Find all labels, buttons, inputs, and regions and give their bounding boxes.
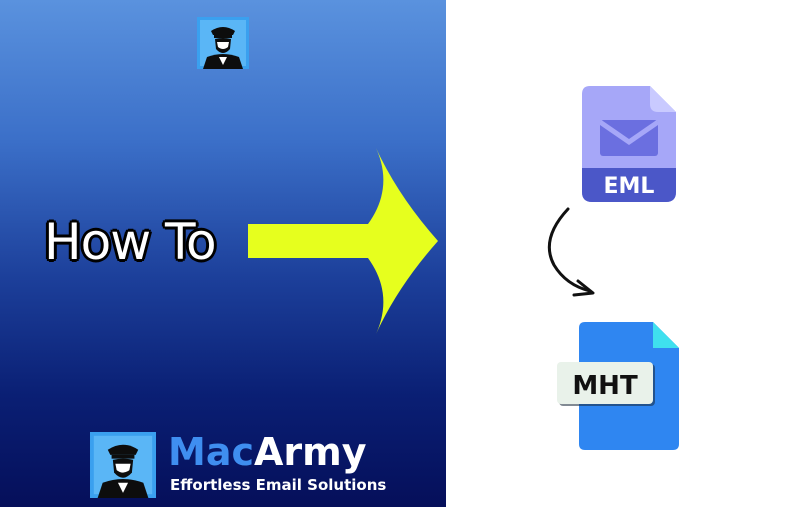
soldier-avatar-icon (90, 432, 156, 498)
curved-down-arrow-icon (547, 207, 595, 297)
mht-label: MHT (572, 371, 638, 401)
brand-tagline: Effortless Email Solutions (170, 476, 387, 494)
brand-name: MacArmy (168, 430, 367, 474)
eml-label: EML (604, 174, 655, 199)
envelope-icon (598, 119, 660, 156)
eml-file-icon: EML (582, 86, 676, 202)
brand-block: MacArmy Effortless Email Solutions (90, 430, 390, 500)
brand-name-part2: Army (253, 430, 367, 474)
right-arrow-icon (248, 148, 438, 334)
brand-name-part1: Mac (168, 430, 254, 474)
left-panel: How To MacArmy Effortless Email Solution… (0, 0, 446, 507)
how-to-heading: How To (44, 213, 217, 271)
mht-file-icon: MHT (557, 322, 679, 450)
soldier-avatar-icon (197, 17, 249, 69)
